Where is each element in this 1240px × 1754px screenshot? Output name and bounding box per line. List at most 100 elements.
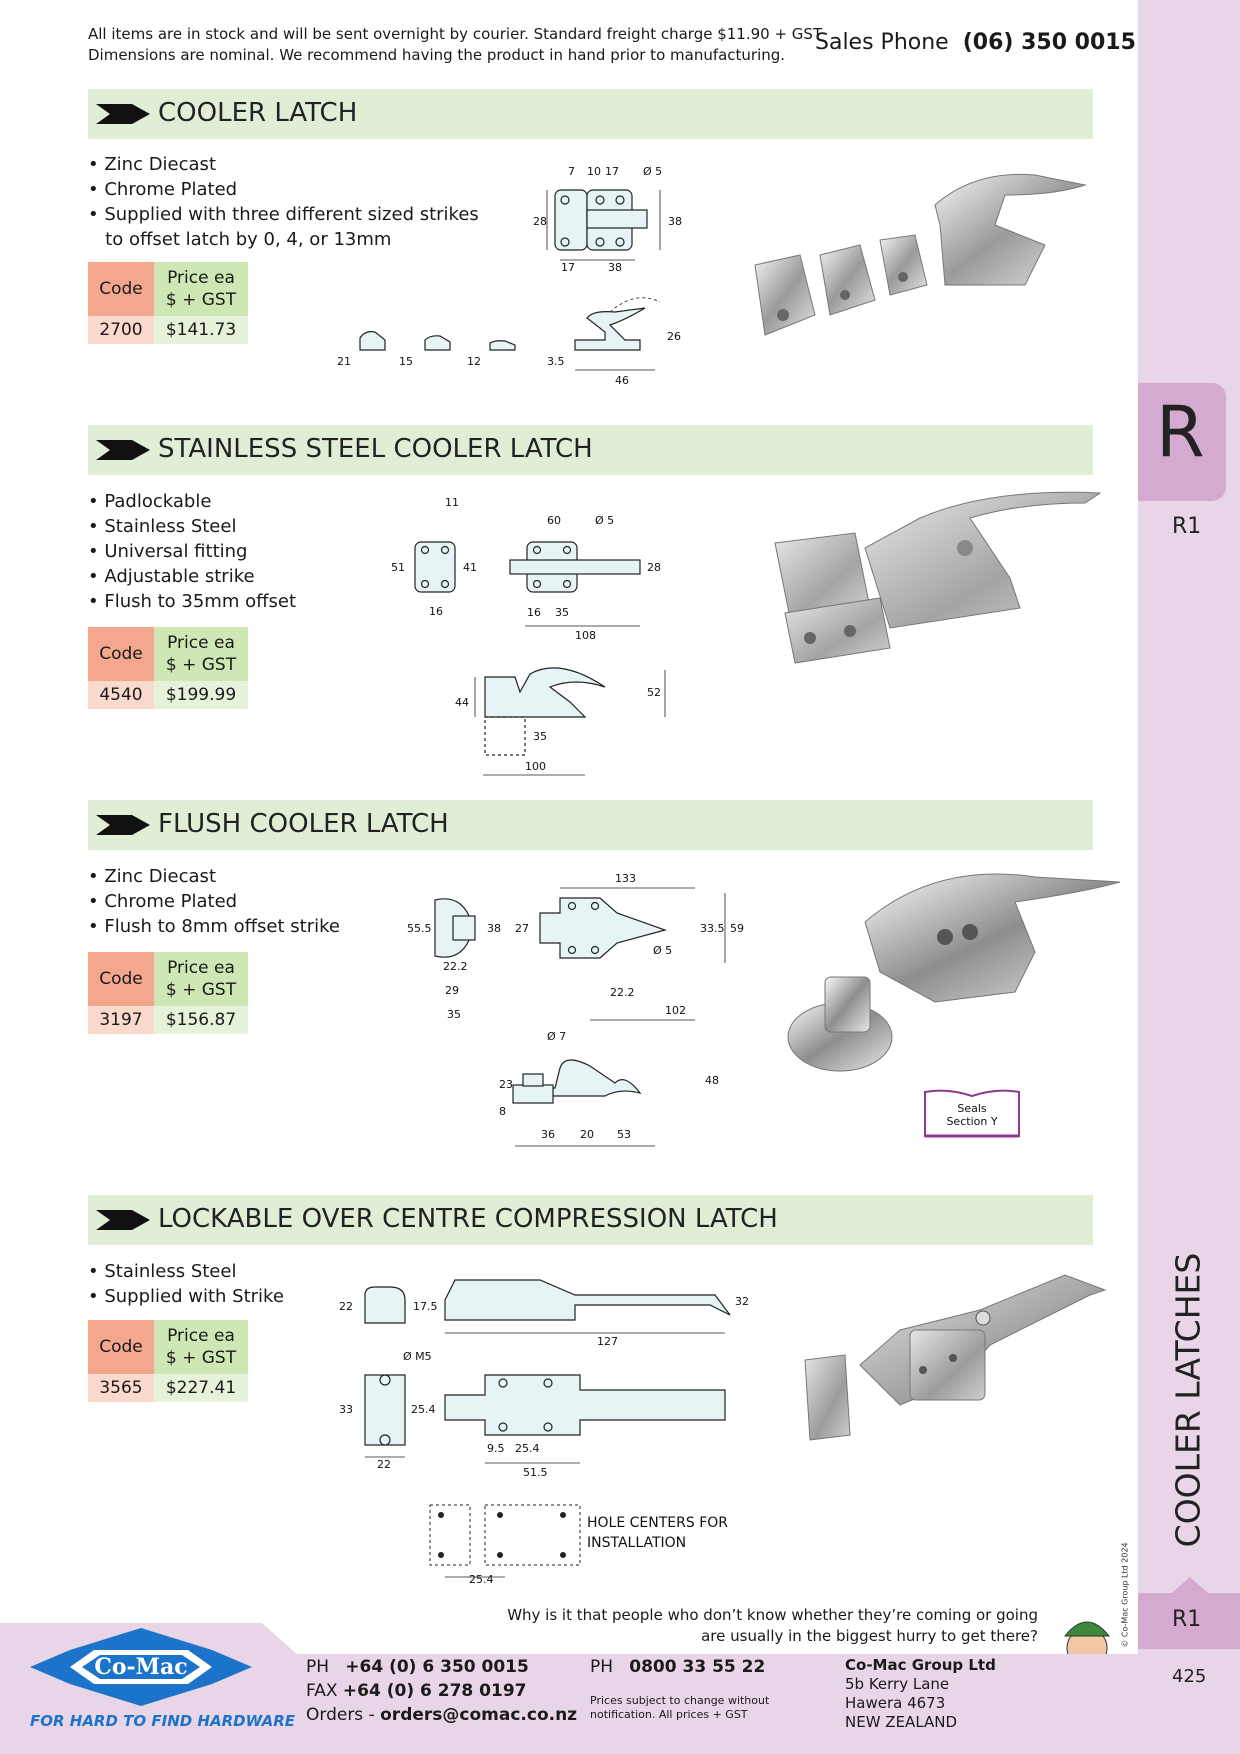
dim-label: 22.2: [610, 986, 635, 999]
quote: Why is it that people who don’t know whe…: [480, 1605, 1038, 1647]
dim-label: 15: [399, 355, 413, 368]
price-table: Code Price ea$ + GST 3197 $156.87: [88, 952, 248, 1034]
product-price: $156.87: [154, 1006, 248, 1034]
tagline: FOR HARD TO FIND HARDWARE: [30, 1712, 295, 1730]
price-header-line: $ + GST: [165, 655, 237, 675]
product-photo-cooler-latch: [754, 173, 1087, 336]
dim-label: 32: [735, 1295, 749, 1308]
co-mac-logo[interactable]: Co-Mac: [30, 1628, 252, 1706]
dim-label: 25.4: [469, 1573, 494, 1586]
arrow-icon: [96, 1210, 150, 1230]
dim-label: Ø M5: [403, 1350, 432, 1363]
dim-label: 10: [587, 165, 601, 178]
feature-list: • Zinc Diecast • Chrome Plated • Supplie…: [88, 152, 479, 252]
category-label: COOLER LATCHES: [1143, 1253, 1233, 1548]
quote-line-1: Why is it that people who don’t know whe…: [507, 1606, 1038, 1624]
section-bar-flush-cooler-latch: FLUSH COOLER LATCH: [88, 800, 1093, 850]
price-header-line: $ + GST: [165, 980, 237, 1000]
orders-email[interactable]: orders@comac.co.nz: [380, 1705, 578, 1725]
company-name: Co-Mac Group Ltd: [845, 1656, 996, 1674]
company-address: Co-Mac Group Ltd 5b Kerry Lane Hawera 46…: [845, 1656, 996, 1732]
price-note-line-1: Prices subject to change without: [590, 1694, 770, 1707]
page-number: 425: [1172, 1666, 1207, 1687]
feature-item: • Supplied with Strike: [88, 1286, 284, 1307]
section-title: COOLER LATCH: [158, 98, 358, 128]
dim-label: 3.5: [547, 355, 565, 368]
dim-label: 23: [499, 1078, 513, 1091]
dim-label: 51.5: [523, 1466, 548, 1479]
dim-label: 127: [597, 1335, 618, 1348]
freephone-number[interactable]: 0800 33 55 22: [629, 1657, 766, 1677]
price-header: Price ea$ + GST: [154, 1320, 248, 1374]
dim-label: 17: [561, 261, 575, 274]
feature-list: • Padlockable • Stainless Steel • Univer…: [88, 489, 296, 614]
address-line: Hawera 4673: [845, 1694, 946, 1712]
orders-label: Orders -: [306, 1705, 375, 1725]
product-code: 3565: [88, 1374, 154, 1402]
bottom-code: R1: [1172, 1607, 1202, 1632]
tab-pointer: [1172, 1577, 1208, 1593]
footer-fax: FAX +64 (0) 6 278 0197: [306, 1681, 526, 1701]
dim-label: 21: [337, 355, 351, 368]
intro-text: All items are in stock and will be sent …: [88, 24, 822, 66]
feature-item: • Zinc Diecast: [88, 154, 216, 175]
code-header: Code: [88, 262, 154, 316]
dim-label: 41: [463, 561, 477, 574]
logo-text: Co-Mac: [94, 1654, 187, 1680]
dim-label: Ø 5: [595, 514, 614, 527]
dim-label: 28: [533, 215, 547, 228]
dim-label: 17: [605, 165, 619, 178]
feature-item: • Supplied with three different sized st…: [88, 204, 479, 225]
code-header: Code: [88, 627, 154, 681]
dim-label: 20: [580, 1128, 594, 1141]
technical-drawing-compression-latch: 22 17.5 32 127 Ø M5 33 25.4 22 9.5 25.4 …: [339, 1279, 749, 1586]
dim-label: 22: [377, 1458, 391, 1471]
dim-label: 8: [499, 1105, 506, 1118]
price-table: Code Price ea$ + GST 4540 $199.99: [88, 627, 248, 709]
dim-label: 60: [547, 514, 561, 527]
sidebar: [1138, 0, 1240, 1754]
dim-label: 25.4: [411, 1403, 436, 1416]
arrow-icon: [96, 815, 150, 835]
feature-item: • Zinc Diecast: [88, 866, 216, 887]
price-note-line-2: notification. All prices + GST: [590, 1708, 748, 1721]
price-header-line: $ + GST: [165, 1348, 237, 1368]
section-title: STAINLESS STEEL COOLER LATCH: [158, 434, 593, 464]
seals-reference-badge[interactable]: Seals Section Y: [923, 1088, 1021, 1140]
technical-drawing-flush-latch: 133 55.5 38 27 33.5 59 Ø 5 22.2 29 35 22…: [407, 872, 744, 1147]
dim-label: 17.5: [413, 1300, 438, 1313]
dim-label: 11: [445, 496, 459, 509]
code-header: Code: [88, 952, 154, 1006]
product-code: 3197: [88, 1006, 154, 1034]
freephone-label: PH: [590, 1657, 614, 1677]
code-header: Code: [88, 1320, 154, 1374]
category-text: COOLER LATCHES: [1168, 1252, 1208, 1548]
dim-label: 100: [525, 760, 546, 773]
product-code: 4540: [88, 681, 154, 709]
bottom-tab[interactable]: R1: [1138, 1593, 1240, 1649]
technical-drawing-cooler-latch: 7 10 17 Ø 5 28 38 17 38 21 15 12 3.5 26 …: [337, 165, 682, 387]
dim-label: 53: [617, 1128, 631, 1141]
dim-label: 38: [608, 261, 622, 274]
section-letter: R: [1156, 391, 1205, 473]
dim-label: 16: [429, 605, 443, 618]
feature-item: • Stainless Steel: [88, 516, 237, 537]
section-tab[interactable]: R: [1138, 383, 1226, 501]
price-header-line: Price ea: [167, 268, 235, 288]
dim-label: Ø 7: [547, 1030, 566, 1043]
dim-label: 52: [647, 686, 661, 699]
product-price: $141.73: [154, 316, 248, 344]
footer-orders: Orders - orders@comac.co.nz: [306, 1705, 577, 1725]
section-code: R1: [1172, 514, 1202, 539]
phone-number[interactable]: +64 (0) 6 350 0015: [345, 1657, 529, 1677]
dim-label: 28: [647, 561, 661, 574]
dim-label: 35: [555, 606, 569, 619]
dim-label: 9.5: [487, 1442, 505, 1455]
section-bar-stainless-cooler-latch: STAINLESS STEEL COOLER LATCH: [88, 425, 1093, 475]
dim-label: 38: [668, 215, 682, 228]
dim-label: 22: [339, 1300, 353, 1313]
price-header: Price ea$ + GST: [154, 627, 248, 681]
price-header: Price ea$ + GST: [154, 262, 248, 316]
address-line: 5b Kerry Lane: [845, 1675, 950, 1693]
dim-label: 36: [541, 1128, 555, 1141]
